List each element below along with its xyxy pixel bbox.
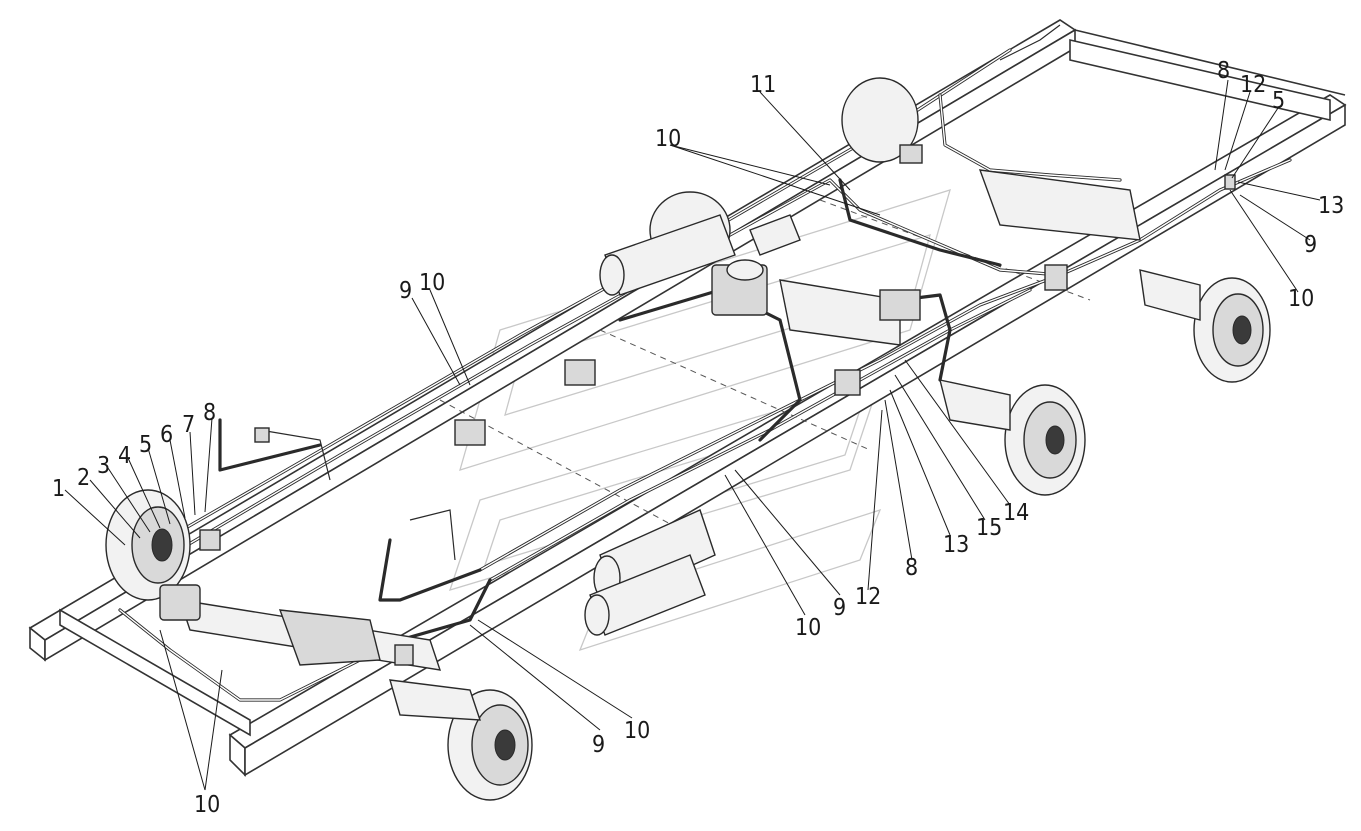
rear-axle-2 (841, 77, 1271, 383)
callout-9-bottom: 9 (592, 732, 605, 758)
callout-leaders (64, 79, 1321, 791)
callout-8-right: 8 (1217, 58, 1230, 84)
callout-5-right: 5 (1272, 88, 1285, 114)
callout-10-front: 10 (194, 792, 220, 818)
callout-14: 14 (1003, 500, 1029, 526)
callout-15: 15 (976, 515, 1002, 541)
callout-10-top: 10 (419, 270, 445, 296)
callout-9-right: 9 (1304, 232, 1317, 258)
callout-9-top: 9 (399, 278, 412, 304)
chassis-frame (28, 19, 1347, 777)
callout-1: 1 (52, 476, 65, 502)
callout-4: 4 (118, 443, 131, 469)
callout-10-bottom: 10 (624, 718, 650, 744)
callout-12-right: 12 (1240, 72, 1266, 98)
callout-10-right: 10 (1288, 286, 1314, 312)
callout-3: 3 (97, 453, 110, 479)
front-axle (105, 489, 533, 801)
callout-6: 6 (160, 422, 173, 448)
callout-11: 11 (750, 72, 776, 98)
callout-12-mid: 12 (855, 584, 881, 610)
callout-10-upper: 10 (655, 126, 681, 152)
callout-9-mid: 9 (833, 595, 846, 621)
callout-8: 8 (203, 400, 216, 426)
callout-8-mid: 8 (905, 555, 918, 581)
callout-10-mid: 10 (795, 615, 821, 641)
callout-7: 7 (182, 412, 195, 438)
air-receivers (584, 214, 801, 636)
callout-13-mid: 13 (943, 532, 969, 558)
brake-pipelines (118, 24, 1292, 702)
callout-13-right: 13 (1318, 193, 1344, 219)
valves-and-fittings (199, 144, 1236, 666)
callout-2: 2 (77, 465, 90, 491)
callout-5: 5 (139, 432, 152, 458)
callout-labels: 1 2 3 4 5 6 7 8 9 10 10 11 8 12 5 13 9 1… (52, 58, 1344, 818)
